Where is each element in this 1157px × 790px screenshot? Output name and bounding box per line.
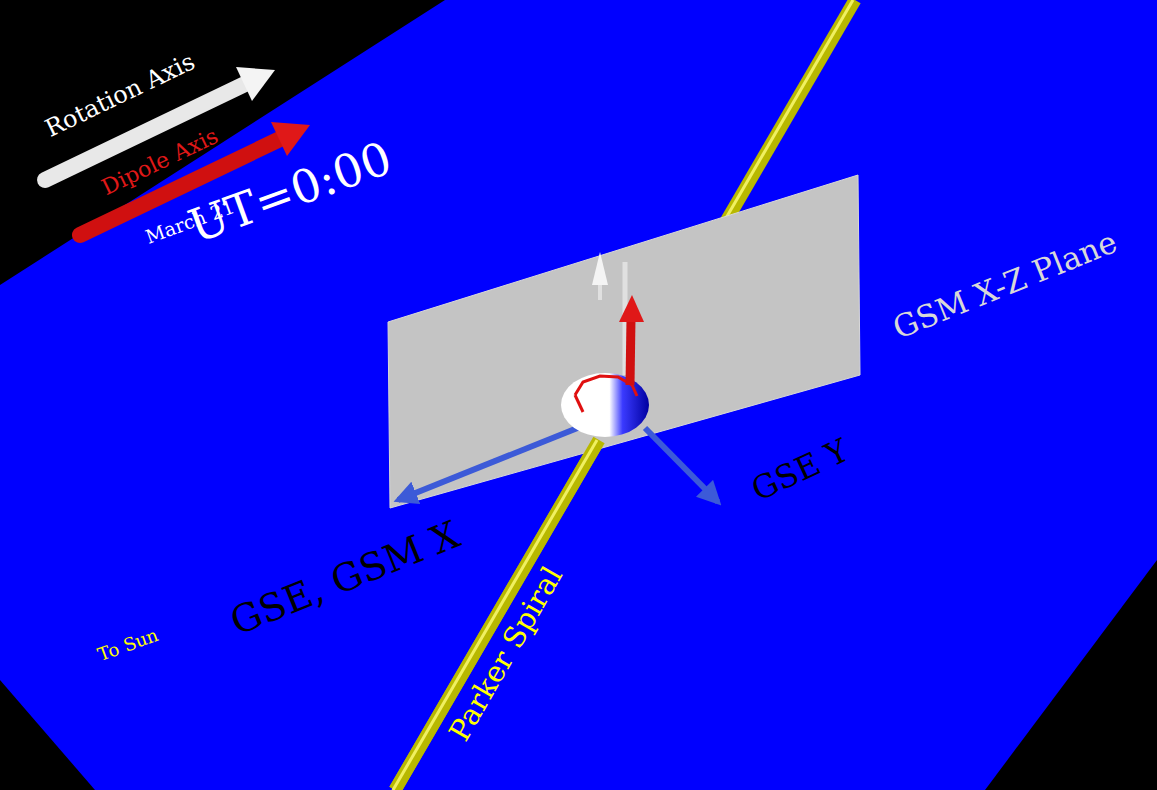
dipole-axis-arrow: [619, 295, 644, 385]
direction-label: To Sun: [95, 626, 160, 664]
rotation-axis-arrow: [592, 252, 625, 375]
legend-label: Rotation Axis: [42, 49, 199, 141]
spiral-label: Parker Spiral: [445, 562, 568, 746]
gse-y-arrow: [645, 428, 718, 502]
axis-label: GSE, GSM X: [225, 515, 464, 641]
legend-label: Dipole Axis: [99, 125, 222, 199]
plane-label: GSM X-Z Plane: [889, 226, 1121, 344]
time-label: UT=0:00: [183, 134, 397, 249]
gsm-xz-plane: [388, 175, 860, 508]
parker-spiral-front: [393, 440, 599, 790]
axis-label: GSE Y: [747, 434, 853, 506]
earth: [561, 373, 649, 437]
gse-x-arrow: [398, 425, 585, 500]
